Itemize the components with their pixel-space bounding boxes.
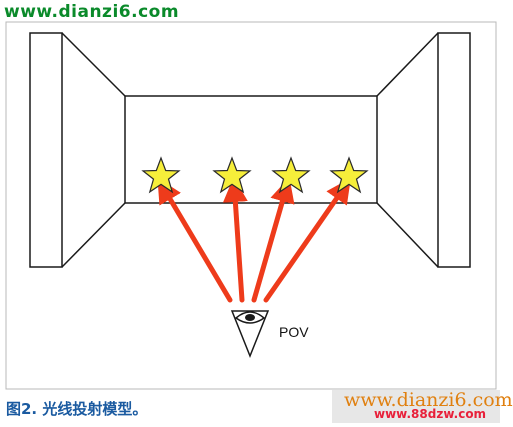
back-wall xyxy=(124,95,378,204)
ray-3 xyxy=(251,177,295,303)
left-perspective-top xyxy=(61,32,126,97)
watermark-bottom-line2: www.88dzw.com xyxy=(374,407,487,421)
ray-2 xyxy=(222,177,248,303)
watermark-top: www.dianzi6.com xyxy=(4,2,180,22)
right-perspective-top xyxy=(376,32,439,97)
ray-1 xyxy=(157,177,233,303)
watermark-bottom-line1: www.dianzi6.com xyxy=(344,389,513,411)
figure-caption: 图2. 光线投射模型。 xyxy=(6,400,148,418)
left-wall-panel xyxy=(29,32,63,268)
right-wall-panel xyxy=(437,32,471,268)
right-perspective-bottom xyxy=(376,202,439,268)
star-icon xyxy=(141,156,181,194)
pov-label: POV xyxy=(279,324,309,340)
diagram-canvas xyxy=(5,21,497,390)
ray-4 xyxy=(263,177,351,303)
ray-casting-diagram xyxy=(5,21,497,390)
star-icon xyxy=(329,156,369,194)
eye-icon xyxy=(230,310,270,359)
diagram-border xyxy=(5,21,497,390)
left-perspective-bottom xyxy=(61,202,126,268)
star-icon xyxy=(212,156,252,194)
watermark-bottom: www.dianzi6.com www.88dzw.com xyxy=(332,389,513,423)
star-icon xyxy=(271,156,311,194)
